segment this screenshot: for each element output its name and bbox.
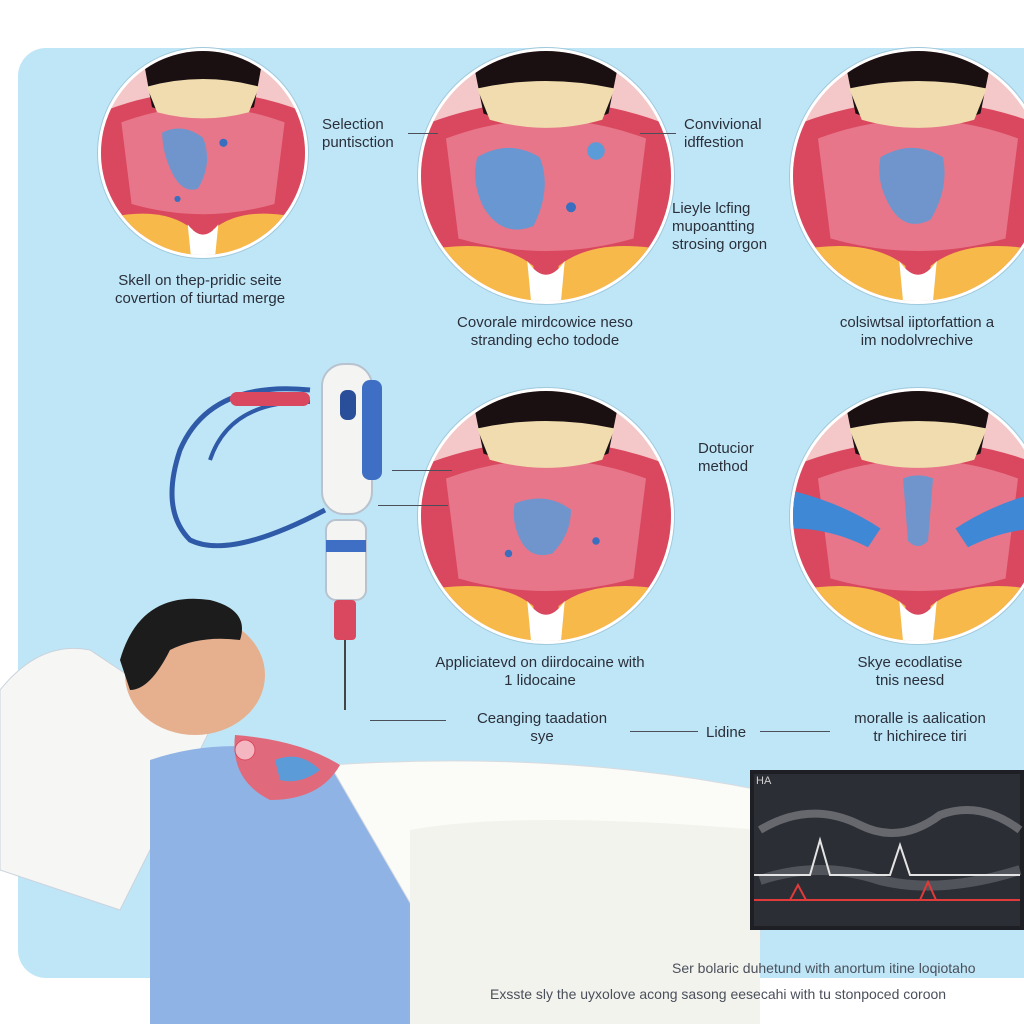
leader-line (370, 720, 446, 721)
label-line: strosing orgon (672, 236, 768, 253)
label-lidine: Lidine (706, 724, 746, 742)
label-line: tr hichirece tiri (873, 728, 967, 745)
label-dotucior: Dotucior method (698, 440, 754, 476)
label-line: covertion of tiurtad merge (114, 290, 286, 307)
label-line: Skell on thep-pridic seite (118, 272, 282, 289)
label-line: sye (530, 728, 554, 745)
label-line: colsiwtsal iiptorfattion a (839, 314, 995, 331)
label-skell: Skell on thep-pridic seite covertion of … (90, 272, 310, 308)
patient-lying-illustration (0, 598, 761, 1024)
leader-line (392, 470, 452, 471)
label-moralle: moralle is aalication tr hichirece tiri (820, 710, 1020, 746)
footer-line-2: Exsste sly the uyxolove acong sasong ees… (490, 986, 947, 1002)
illustration-neck-cross-section-1 (98, 48, 308, 258)
illustration-neck-cross-section-4 (418, 388, 674, 644)
illustration-neck-cross-section-5 (790, 388, 1024, 644)
label-line: method (698, 458, 749, 475)
footer-line-1: Ser bolaric duhetund with anortum itine … (672, 960, 976, 976)
leader-line (760, 731, 830, 732)
leader-line (408, 133, 438, 134)
leader-line (630, 731, 698, 732)
label-liqyle: Lieyle lcfing mupoantting strosing orgon (672, 200, 767, 254)
label-line: Lieyle lcfing (672, 200, 751, 217)
label-line: Ceanging taadation (476, 710, 608, 727)
label-ceanging: Ceanging taadation sye (452, 710, 632, 746)
label-line: Selection (322, 116, 384, 133)
label-line: Covorale mirdcowice neso (457, 314, 633, 331)
leader-line (378, 505, 448, 506)
label-line: Convivional (684, 116, 762, 133)
label-line: mupoantting (672, 218, 755, 235)
leader-line (640, 133, 676, 134)
label-line: Skye ecodlatise (857, 654, 963, 671)
ultrasound-probe-illustration (169, 363, 382, 710)
label-line: stranding echo todode (470, 332, 620, 349)
illustration-neck-cross-section-3 (790, 48, 1024, 304)
label-line: tnis neesd (875, 672, 945, 689)
label-line: idffestion (684, 134, 744, 151)
ultrasound-monitor: HA (750, 770, 1024, 930)
label-line: Appliciatevd on diirdocaine with (435, 654, 645, 671)
label-line: moralle is aalication (854, 710, 986, 727)
illustration-neck-cross-section-2 (418, 48, 674, 304)
label-skye: Skye ecodlatise tnis neesd (820, 654, 1000, 690)
monitor-corner-label: HA (756, 775, 772, 787)
label-covorale: Covorale mirdcowice neso stranding echo … (420, 314, 670, 350)
label-selection: Selection puntisction (322, 116, 394, 152)
label-line: Dotucior (698, 440, 754, 457)
label-colsiwtsal: colsiwtsal iiptorfattion a im nodolvrech… (810, 314, 1024, 350)
label-applicia: Appliciatevd on diirdocaine with 1 lidoc… (410, 654, 670, 690)
label-line: Lidine (706, 724, 747, 741)
label-line: im nodolvrechive (860, 332, 974, 349)
label-line: puntisction (322, 134, 394, 151)
label-line: 1 lidocaine (504, 672, 576, 689)
label-convivional: Convivional idffestion (684, 116, 762, 152)
